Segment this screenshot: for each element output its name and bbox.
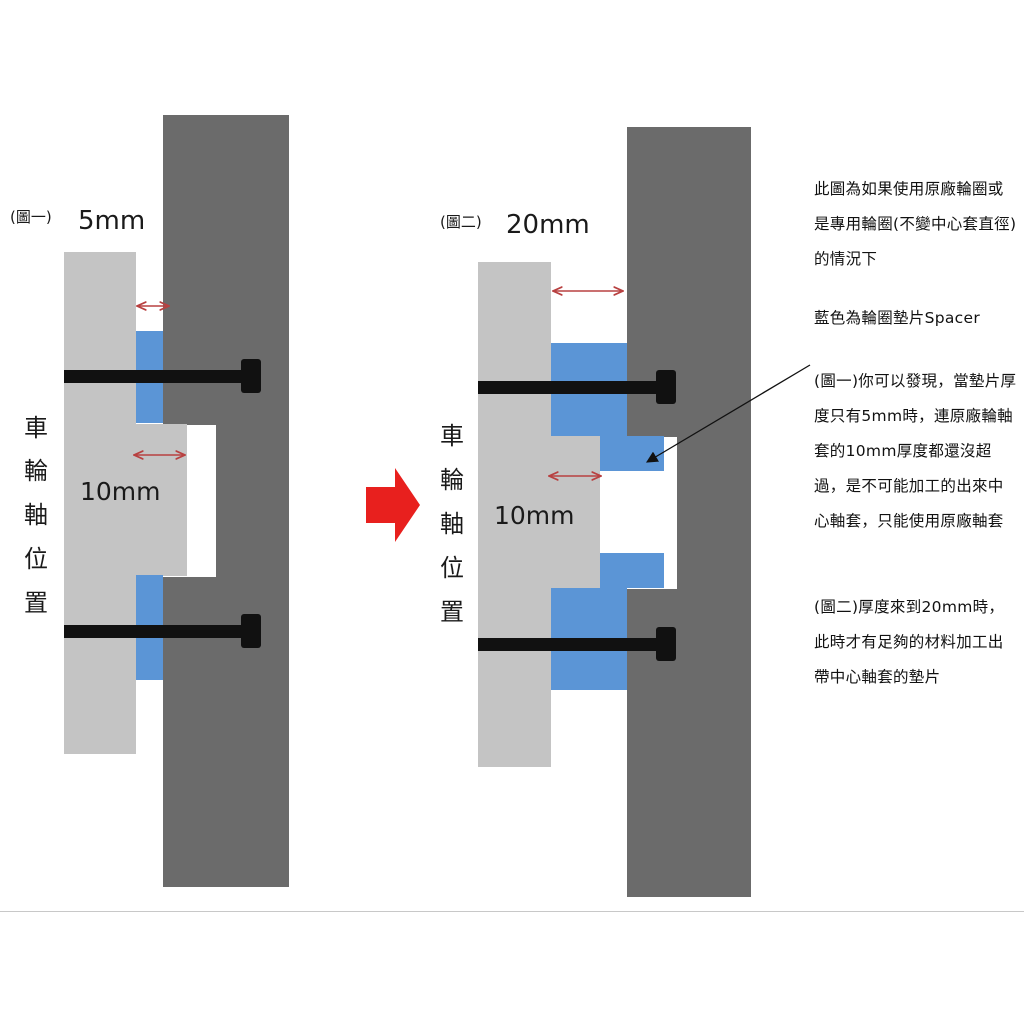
axle-label-char: 軸 — [440, 510, 464, 538]
divider — [0, 911, 1024, 912]
figure-caption: (圖一) — [10, 208, 52, 226]
spacer-bottom — [551, 553, 664, 690]
note-spacer-legend: 藍色為輪圈墊片Spacer — [814, 309, 981, 327]
note-figure-1: (圖一)你可以發現，當墊片厚度只有5mm時，連原廠輪軸套的10mm厚度都還沒超過… — [814, 372, 1017, 530]
note-figure-2: (圖二)厚度來到20mm時，此時才有足夠的材料加工出帶中心軸套的墊片 — [814, 598, 1005, 686]
bolt-top-shaft — [478, 381, 667, 394]
axle-label-char: 位 — [440, 554, 464, 582]
figure-2: (圖二) 20mm 10mm 車 輪 軸 位 置 — [440, 127, 751, 897]
bolt-top-shaft — [64, 370, 249, 383]
spacer-top — [551, 343, 664, 471]
axle-label-char: 置 — [440, 598, 464, 626]
spacer-thickness-label: 5mm — [78, 206, 145, 236]
hub-thickness-label: 10mm — [80, 477, 161, 506]
axle-label-char: 車 — [440, 422, 464, 450]
axle-label-char: 輪 — [440, 466, 464, 494]
axle-label-char: 位 — [24, 545, 48, 573]
bolt-bottom-head — [656, 627, 676, 661]
pointer-arrow-icon — [645, 364, 811, 463]
figure-1: (圖一) 5mm 10mm 車 輪 軸 位 置 — [10, 115, 289, 887]
axle-label-char: 軸 — [24, 501, 48, 529]
spacer-thickness-label: 20mm — [506, 210, 590, 240]
bolt-top-head — [656, 370, 676, 404]
bolt-bottom-head — [241, 614, 261, 648]
hub-thickness-label: 10mm — [494, 501, 575, 530]
axle-label-char: 車 — [24, 414, 48, 442]
figure-caption: (圖二) — [440, 213, 482, 231]
bolt-bottom-shaft — [478, 638, 667, 651]
note-context: 此圖為如果使用原廠輪圈或是專用輪圈(不變中心套直徑)的情況下 — [814, 180, 1017, 268]
axle-label-char: 置 — [24, 589, 48, 617]
bolt-bottom-shaft — [64, 625, 249, 638]
bolt-top-head — [241, 359, 261, 393]
axle-label-char: 輪 — [24, 457, 48, 485]
right-arrow-icon — [366, 468, 420, 542]
